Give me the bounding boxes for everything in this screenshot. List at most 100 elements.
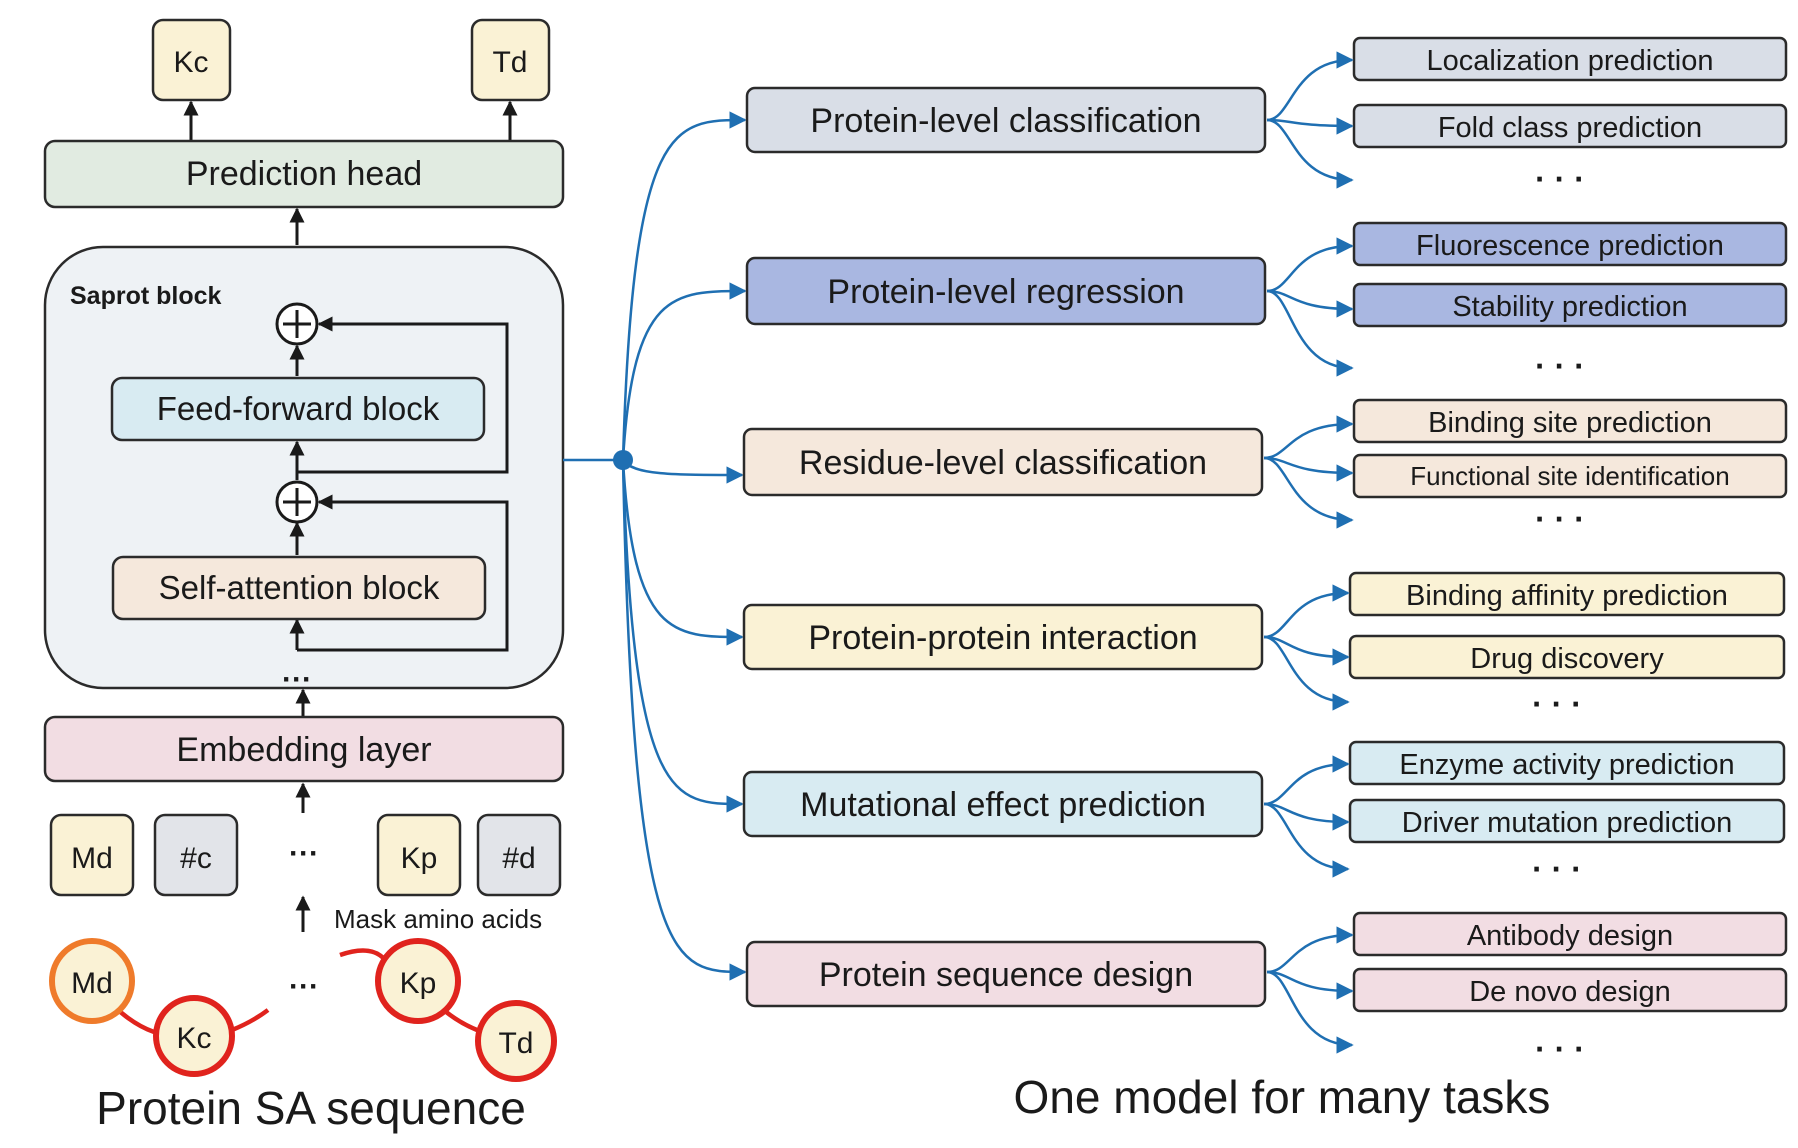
category-4-label: Mutational effect prediction bbox=[800, 786, 1206, 824]
output-token-kc-label: Kc bbox=[173, 46, 208, 79]
embedding-layer-label: Embedding layer bbox=[176, 731, 431, 769]
input-token-md-label: Md bbox=[71, 842, 113, 875]
token-ellipsis: ··· bbox=[289, 837, 319, 870]
category-1-box bbox=[745, 256, 1267, 326]
task-category-protein-protein-interaction: Protein-protein interaction Binding affi… bbox=[742, 571, 1786, 722]
task-0-1-label: Fold class prediction bbox=[1438, 112, 1702, 144]
task-2-1-box bbox=[1352, 453, 1788, 499]
output-token-td-label: Td bbox=[492, 46, 527, 79]
task-2-0-box bbox=[1352, 398, 1788, 444]
task-4-1-label: Driver mutation prediction bbox=[1402, 807, 1732, 839]
residue-kp-ring bbox=[375, 938, 461, 1024]
task-3-1-label: Drug discovery bbox=[1470, 643, 1664, 675]
category-0-ellipsis: · · · bbox=[1535, 161, 1585, 197]
task-3-0-box bbox=[1348, 571, 1786, 617]
category-1-label: Protein-level regression bbox=[827, 273, 1184, 311]
embedding-layer-box bbox=[43, 715, 565, 783]
residue-md-ring bbox=[49, 938, 135, 1024]
task-5-0-label: Antibody design bbox=[1467, 920, 1673, 952]
hub-edge-2 bbox=[621, 459, 744, 484]
category-0-box bbox=[745, 86, 1267, 154]
fan-edge-5-1 bbox=[1266, 970, 1354, 1000]
fan-edge-2-1 bbox=[1263, 456, 1354, 482]
category-3-box bbox=[742, 603, 1264, 671]
fan-edge-1-2 bbox=[1266, 289, 1354, 377]
input-token-hash-d-box bbox=[476, 813, 562, 897]
category-5-label: Protein sequence design bbox=[819, 956, 1193, 994]
hub-edge-4 bbox=[621, 459, 744, 813]
category-3-ellipsis: · · · bbox=[1532, 686, 1582, 722]
hub-edge-0 bbox=[621, 111, 747, 461]
fan-edges bbox=[1263, 51, 1354, 1054]
task-5-1-label: De novo design bbox=[1469, 976, 1671, 1008]
input-token-hash-d-label: #d bbox=[502, 842, 535, 875]
task-1-0-label: Fluorescence prediction bbox=[1416, 230, 1724, 262]
category-4-box bbox=[742, 770, 1264, 838]
category-4-ellipsis: · · · bbox=[1532, 851, 1582, 887]
fan-edge-3-2 bbox=[1263, 635, 1350, 711]
task-1-1-label: Stability prediction bbox=[1452, 291, 1687, 323]
self-attention-block: Self-attention block bbox=[111, 555, 487, 621]
add-node-lower bbox=[275, 480, 319, 524]
residue-kc: Kc bbox=[153, 995, 235, 1077]
add-node-upper bbox=[275, 302, 319, 346]
backbone-kp-head bbox=[339, 948, 387, 962]
task-category-residue-level-classification: Residue-level classification Binding sit… bbox=[742, 398, 1788, 537]
model-architecture: Kc Td Prediction head ··· Saprot block F… bbox=[43, 18, 565, 1134]
task-2-0-label: Binding site prediction bbox=[1428, 407, 1712, 439]
residue-md-label: Md bbox=[71, 967, 113, 1000]
input-token-kp: Kp bbox=[376, 813, 462, 897]
left-caption: Protein SA sequence bbox=[96, 1082, 526, 1134]
hub-edge-3 bbox=[621, 459, 744, 646]
residue-kp: Kp bbox=[375, 938, 461, 1024]
fan-edge-0-2 bbox=[1266, 118, 1354, 189]
category-0-label: Protein-level classification bbox=[810, 102, 1201, 140]
task-category-protein-level-classification: Protein-level classification Localizatio… bbox=[745, 36, 1788, 197]
fan-edge-4-1 bbox=[1263, 802, 1350, 831]
fan-edge-5-0 bbox=[1266, 926, 1354, 974]
output-token-kc-box bbox=[151, 18, 232, 102]
category-2-box bbox=[742, 427, 1264, 497]
category-1-ellipsis: · · · bbox=[1535, 348, 1585, 384]
sequence-ellipsis: ··· bbox=[289, 970, 319, 1003]
residue-md: Md bbox=[49, 938, 135, 1024]
output-token-td-box bbox=[470, 18, 551, 102]
task-1-1-box bbox=[1352, 282, 1788, 328]
fan-edge-2-2 bbox=[1263, 456, 1354, 529]
input-token-md-box bbox=[49, 813, 135, 897]
task-0-1-box bbox=[1352, 103, 1788, 149]
category-5-box bbox=[745, 940, 1267, 1008]
task-0-0-box bbox=[1352, 36, 1788, 82]
task-2-1-label: Functional site identification bbox=[1410, 461, 1729, 491]
fan-edge-3-1 bbox=[1263, 635, 1350, 666]
mask-label: Mask amino acids bbox=[334, 904, 542, 934]
category-5-ellipsis: · · · bbox=[1535, 1031, 1585, 1067]
saprot-block-title: Saprot block bbox=[70, 282, 222, 310]
task-1-0-box bbox=[1352, 221, 1788, 267]
residue-td-label: Td bbox=[498, 1027, 533, 1060]
feed-forward-block: Feed-forward block bbox=[110, 376, 486, 442]
input-token-hash-c-box bbox=[153, 813, 239, 897]
input-token-hash-c: #c bbox=[153, 813, 239, 897]
feed-forward-block-label: Feed-forward block bbox=[157, 390, 440, 427]
prediction-head: Prediction head bbox=[43, 139, 565, 209]
task-4-0-box bbox=[1348, 740, 1786, 786]
fan-edge-5-2 bbox=[1266, 970, 1354, 1054]
hub-node bbox=[613, 450, 633, 470]
input-token-kp-label: Kp bbox=[401, 842, 438, 875]
residue-kc-label: Kc bbox=[176, 1022, 211, 1055]
residue-kc-ring bbox=[153, 995, 235, 1077]
residue-kp-label: Kp bbox=[400, 967, 437, 1000]
input-token-hash-d: #d bbox=[476, 813, 562, 897]
self-attention-block-box bbox=[111, 555, 487, 621]
input-token-kp-box bbox=[376, 813, 462, 897]
fan-edge-0-1 bbox=[1266, 117, 1354, 135]
task-0-0-label: Localization prediction bbox=[1427, 45, 1714, 77]
hub-edge-1 bbox=[621, 282, 747, 461]
category-3-label: Protein-protein interaction bbox=[808, 619, 1197, 657]
fan-edge-0-0 bbox=[1266, 51, 1354, 122]
input-token-hash-c-label: #c bbox=[180, 842, 212, 875]
fan-edge-4-0 bbox=[1263, 755, 1350, 806]
downstream-tasks: Protein-level classification Localizatio… bbox=[563, 36, 1788, 1123]
residue-td-ring bbox=[475, 1000, 557, 1082]
